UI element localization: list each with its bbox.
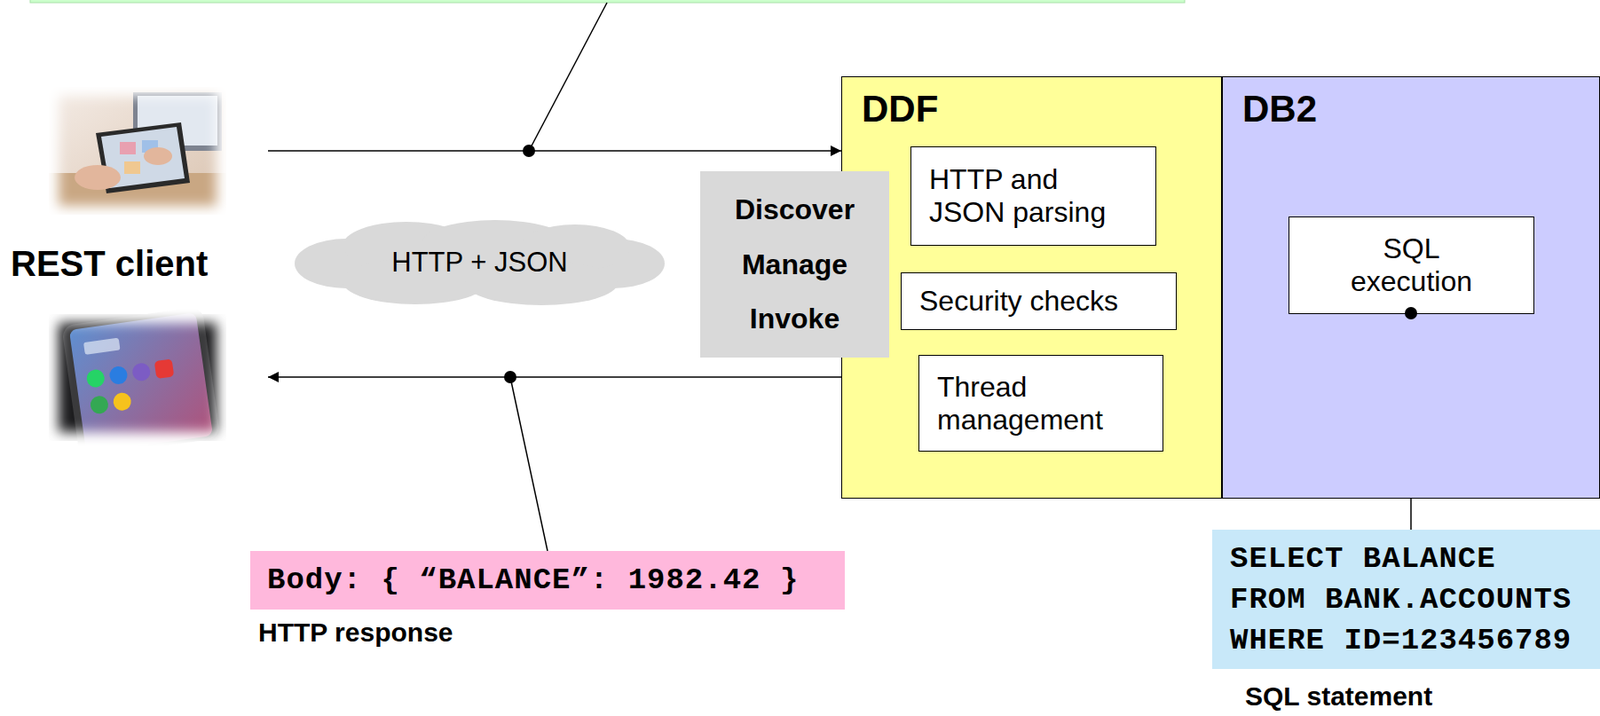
leader-line <box>528 2 607 151</box>
node-text: Thread management <box>937 370 1145 437</box>
caption-label: HTTP response <box>258 619 454 647</box>
junction-dot <box>504 370 517 384</box>
node-text: Security checks <box>919 284 1159 318</box>
region-heading: DDF <box>861 88 1202 130</box>
node-text: SELECT BALANCE FROM BANK.ACCOUNTS WHERE … <box>1229 538 1581 662</box>
tablet-photo <box>48 86 227 215</box>
ddf-region: DDF HTTP and JSON parsingSecurity checksT… <box>841 76 1222 499</box>
node-text: Discover <box>734 193 855 227</box>
junction-dot <box>522 144 536 158</box>
hand <box>143 147 173 166</box>
capability-box: DiscoverManageInvoke <box>700 171 890 358</box>
app-icon <box>154 358 175 379</box>
screen-tile <box>119 141 136 155</box>
node-text: REST client <box>10 244 268 284</box>
app-icon <box>89 394 111 416</box>
phone-screen <box>69 312 213 454</box>
caption-label: SQL statement <box>1245 683 1433 710</box>
sql-statement-box: SELECT BALANCE FROM BANK.ACCOUNTS WHERE … <box>1212 529 1600 670</box>
leader-line <box>510 377 548 552</box>
request-band <box>30 0 1185 3</box>
screen-tile <box>124 161 141 174</box>
flow-arrow <box>267 376 842 379</box>
photo-background <box>48 86 227 215</box>
node-text: HTTP and JSON parsing <box>929 163 1138 229</box>
process-box: Thread management <box>918 354 1164 452</box>
node-text: Body: { “BALANCE”: 1982.42 } <box>267 563 799 598</box>
db2-region: DB2SQL execution <box>1221 76 1600 499</box>
app-icon <box>108 365 129 387</box>
app-icon <box>85 368 106 389</box>
phone-frame <box>61 306 221 458</box>
node-text: Manage <box>741 248 848 282</box>
process-box: SQL execution <box>1288 216 1535 315</box>
node-text: HTTP + JSON <box>391 246 568 279</box>
region-heading: DB2 <box>1242 88 1580 130</box>
protocol-cloud: HTTP + JSON <box>291 219 669 307</box>
junction-dot <box>1404 307 1418 320</box>
node-text: SQL execution <box>1324 232 1498 299</box>
response-body-box: Body: { “BALANCE”: 1982.42 } <box>250 551 845 610</box>
process-box: HTTP and JSON parsing <box>910 146 1157 246</box>
process-box: Security checks <box>900 272 1177 331</box>
flow-arrow <box>267 149 842 152</box>
phone-body <box>61 306 221 458</box>
hand <box>74 165 121 190</box>
node-text: Invoke <box>749 302 840 336</box>
clock-bar <box>83 338 121 355</box>
app-icon <box>111 391 133 412</box>
app-icon <box>131 362 152 383</box>
client-group: REST client <box>10 86 268 442</box>
phone-photo <box>48 306 227 458</box>
